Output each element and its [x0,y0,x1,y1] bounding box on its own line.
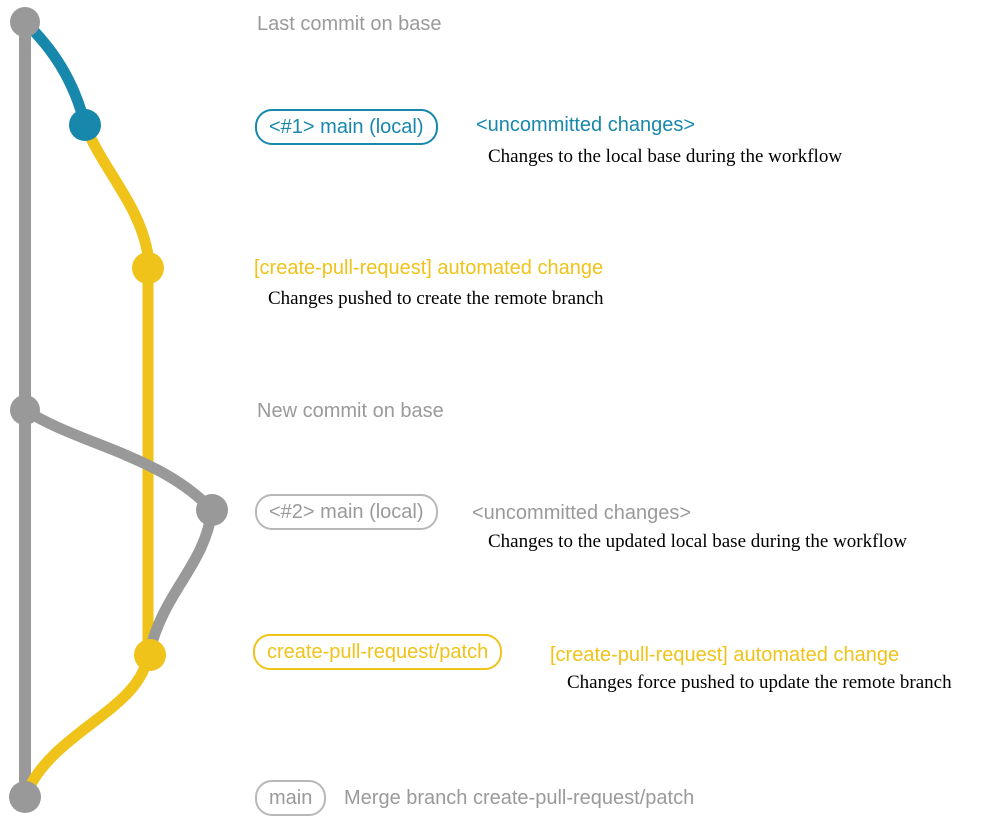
patch-merge-line [21,649,154,798]
commit-dot-uncommitted-1 [69,109,101,141]
label-last-commit-on-base: Last commit on base [257,13,442,35]
commit-dot-new-base [10,395,40,425]
patch-branch-line [79,119,154,661]
note-uncommitted-changes-2: <uncommitted changes> [472,502,692,524]
commit-dot-last-base [10,7,40,37]
desc-pushed-create-remote: Changes pushed to create the remote bran… [268,288,604,309]
local-main-1-branch-line [19,16,91,131]
desc-updated-local-base-changes: Changes to the updated local base during… [488,531,907,552]
local-main-2-rebase-line [144,504,218,656]
note-uncommitted-changes-1: <uncommitted changes> [476,114,696,136]
branch-badge-create-pull-request-patch: create-pull-request/patch [253,634,503,670]
commit-dot-merge [9,781,41,813]
branch-badge-main-local-2: <#2> main (local) [255,494,438,530]
local-main-2-branch-line [19,404,218,516]
commit-dot-uncommitted-2 [196,494,228,526]
label-new-commit-on-base: New commit on base [257,400,444,422]
desc-local-base-changes: Changes to the local base during the wor… [488,146,843,167]
note-automated-change-1: [create-pull-request] automated change [254,257,604,279]
commit-dot-automated-2 [134,639,166,671]
commit-dot-automated-1 [132,252,164,284]
branch-badge-main-local-1: <#1> main (local) [255,109,438,145]
note-automated-change-2: [create-pull-request] automated change [550,644,900,666]
label-merge-branch: Merge branch create-pull-request/patch [344,787,695,809]
branch-badge-main: main [255,780,327,816]
desc-force-pushed-update-remote: Changes force pushed to update the remot… [567,672,952,693]
